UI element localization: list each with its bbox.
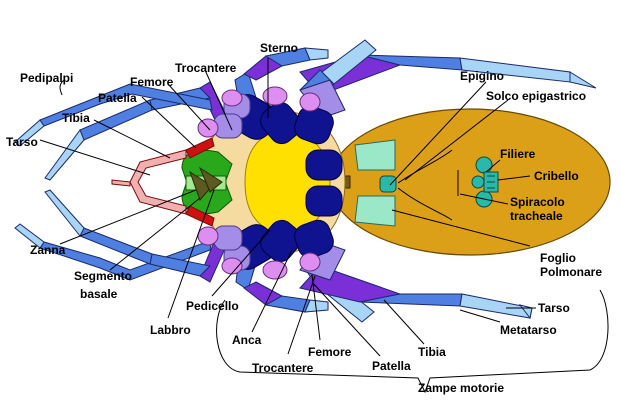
line-solco bbox=[404, 99, 509, 181]
epigastric-groove bbox=[397, 149, 453, 184]
leg-2-lower-long-tarsus bbox=[14, 223, 45, 249]
label-femore-top: Femore bbox=[130, 75, 174, 89]
label-anca: Anca bbox=[232, 333, 262, 347]
coxa-2-upper bbox=[260, 101, 302, 145]
pedipalpi-bracket bbox=[59, 79, 65, 96]
coxa-4-upper bbox=[305, 149, 343, 181]
label-sterno: Sterno bbox=[260, 41, 298, 55]
trochanter-2-upper bbox=[221, 89, 243, 107]
label-pedicello: Pedicello bbox=[186, 299, 239, 313]
line-filiere bbox=[485, 159, 501, 173]
fang-upper bbox=[189, 170, 213, 201]
label-tibia-top: Tibia bbox=[62, 111, 90, 125]
book-lung-lower bbox=[354, 195, 396, 227]
brackets bbox=[59, 79, 609, 394]
trochanter-1-lower bbox=[197, 226, 219, 246]
label-trocantere-top: Trocantere bbox=[175, 61, 237, 75]
pedipalp-tarsus-tip bbox=[111, 179, 131, 187]
label-foglio: Foglio bbox=[540, 251, 576, 265]
cribellum-lines bbox=[487, 175, 495, 189]
line-tarso-left bbox=[39, 139, 151, 176]
line-femore-top bbox=[167, 83, 211, 131]
line-labbro bbox=[167, 189, 215, 319]
label-zanna: Zanna bbox=[30, 243, 66, 257]
label-trocantere-bottom: Trocantere bbox=[252, 361, 314, 375]
trochanter-3-lower bbox=[262, 260, 288, 280]
pedipalp-femur-lower bbox=[185, 205, 215, 227]
trochanter-2-lower bbox=[221, 257, 243, 275]
label-femore-bottom: Femore bbox=[308, 345, 352, 359]
leg-2-lower-tarsus bbox=[304, 299, 329, 313]
epigynum bbox=[379, 175, 397, 193]
trochanter-4-upper bbox=[299, 92, 321, 112]
line-femore-bottom bbox=[311, 274, 321, 341]
leg-1-lower-tarsus bbox=[44, 189, 85, 237]
book-lung-upper bbox=[354, 139, 396, 171]
line-patella-top bbox=[141, 96, 197, 149]
line-metatarso bbox=[459, 309, 501, 323]
spinneret-3 bbox=[471, 175, 485, 189]
trochanter-4-lower bbox=[299, 252, 321, 272]
label-tibia-bottom: Tibia bbox=[418, 345, 446, 359]
coxa-3-lower bbox=[294, 219, 334, 259]
line-trocantere-bottom bbox=[287, 275, 316, 355]
line-spiracolo bbox=[459, 193, 509, 205]
label-spiracolo: Spiracolo bbox=[510, 195, 565, 209]
label-patella-top: Patella bbox=[98, 91, 137, 105]
leg-4-upper-tarsus bbox=[569, 71, 597, 89]
line-anca bbox=[251, 249, 293, 333]
label-filiere: Filiere bbox=[500, 147, 536, 161]
leg-1-upper-tarsus bbox=[44, 128, 85, 181]
cephalothorax bbox=[111, 86, 346, 280]
label-labbro: Labbro bbox=[150, 323, 191, 337]
leader-lines bbox=[39, 58, 536, 357]
label-tarso-left: Tarso bbox=[6, 135, 38, 149]
label-patella-bottom: Patella bbox=[372, 359, 411, 373]
line-segmento bbox=[109, 197, 201, 271]
leg-2-upper-tarsus bbox=[304, 47, 329, 61]
abdomen bbox=[329, 108, 611, 256]
label-polmonare: Polmonare bbox=[540, 265, 602, 279]
epigastric-groove-lower bbox=[397, 187, 453, 221]
label-solco-epigastrico: Solco epigastrico bbox=[486, 89, 586, 103]
spinneret-1 bbox=[475, 156, 493, 174]
label-zampe-motorie: Zampe motorie bbox=[418, 381, 504, 395]
coxa-3-upper bbox=[294, 105, 334, 145]
line-zanna bbox=[59, 189, 197, 245]
line-tibia-top bbox=[93, 119, 171, 159]
label-basale: basale bbox=[80, 287, 118, 301]
line-patella-bottom bbox=[311, 281, 381, 357]
sternum bbox=[244, 130, 331, 234]
label-segmento: Segmento bbox=[74, 269, 132, 283]
trochanter-3-upper bbox=[262, 86, 288, 106]
legs bbox=[14, 39, 597, 323]
label-tarso-right: Tarso bbox=[538, 301, 570, 315]
label-cribello: Cribello bbox=[534, 169, 579, 183]
label-tracheale: tracheale bbox=[510, 209, 563, 223]
line-epigino bbox=[389, 81, 487, 186]
pedipalp-femur-upper bbox=[185, 137, 215, 159]
leg-2-upper-long-tarsus bbox=[14, 119, 45, 147]
line-pedicello bbox=[211, 229, 271, 297]
pedipalp-tibia-tarsus bbox=[129, 149, 187, 215]
label-epigino: Epigino bbox=[460, 69, 504, 83]
label-metatarso: Metatarso bbox=[500, 323, 557, 337]
zampe-motorie-bracket bbox=[216, 289, 609, 394]
labels: Sterno Trocantere Femore Patella Pedipal… bbox=[6, 41, 602, 395]
label-pedipalpi: Pedipalpi bbox=[20, 71, 73, 85]
line-trocantere-top bbox=[204, 69, 233, 131]
line-foglio bbox=[391, 209, 531, 247]
fang-lower bbox=[198, 166, 223, 193]
line-tibia-bottom bbox=[383, 299, 425, 345]
line-cribello bbox=[497, 175, 531, 181]
pedipalps bbox=[111, 137, 215, 227]
coxa-4-lower bbox=[305, 185, 343, 217]
